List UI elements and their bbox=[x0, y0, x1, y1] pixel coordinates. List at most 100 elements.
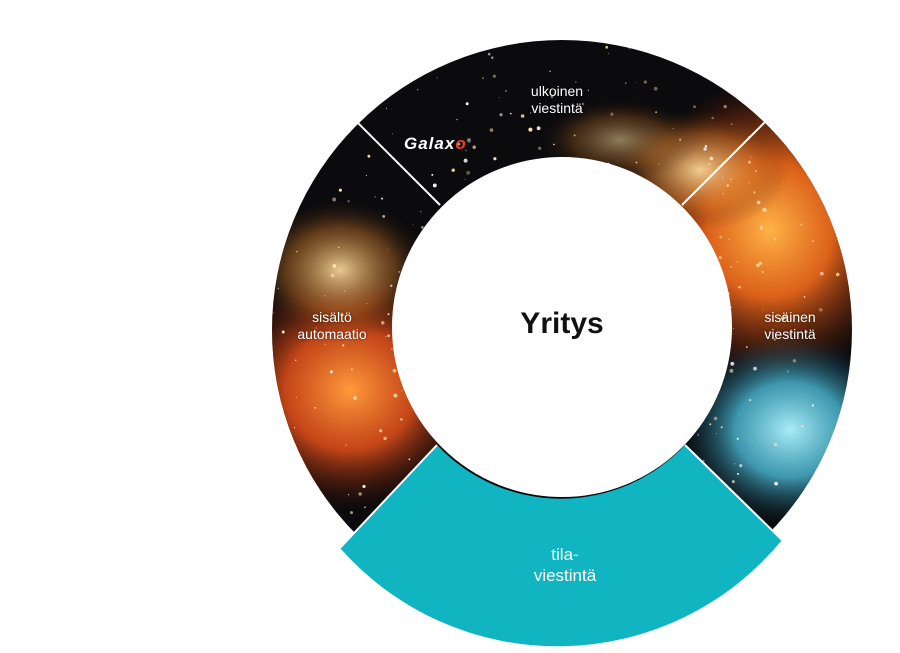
star bbox=[575, 81, 577, 83]
star bbox=[728, 238, 730, 240]
star bbox=[505, 90, 507, 92]
star bbox=[713, 416, 718, 421]
star bbox=[812, 240, 815, 243]
star bbox=[738, 286, 741, 289]
star bbox=[573, 134, 576, 137]
star bbox=[731, 123, 733, 125]
star bbox=[819, 271, 824, 276]
star bbox=[730, 265, 733, 268]
star bbox=[412, 223, 414, 225]
star bbox=[610, 112, 614, 116]
star bbox=[390, 284, 393, 287]
star bbox=[487, 52, 491, 56]
star bbox=[587, 89, 590, 91]
star bbox=[358, 492, 362, 496]
star bbox=[293, 427, 296, 429]
star bbox=[451, 168, 455, 172]
star bbox=[296, 250, 298, 253]
label-line: sisäinen bbox=[764, 309, 816, 325]
star bbox=[529, 112, 532, 114]
star bbox=[528, 127, 533, 132]
star bbox=[674, 160, 676, 162]
star bbox=[277, 287, 280, 290]
star bbox=[693, 105, 696, 109]
star bbox=[362, 484, 366, 488]
star bbox=[295, 396, 298, 398]
star bbox=[759, 261, 763, 265]
star bbox=[709, 423, 712, 426]
star bbox=[672, 127, 674, 130]
star bbox=[431, 173, 434, 176]
label-sisalto-automaatio: sisältö automaatio bbox=[297, 309, 366, 343]
star bbox=[472, 145, 476, 149]
star bbox=[499, 113, 503, 117]
star bbox=[739, 463, 743, 468]
star bbox=[736, 472, 740, 475]
star bbox=[749, 398, 752, 402]
star bbox=[722, 192, 725, 195]
star bbox=[695, 194, 697, 196]
star bbox=[330, 370, 333, 374]
star bbox=[809, 314, 812, 316]
segment-dividers bbox=[339, 119, 783, 549]
star bbox=[729, 368, 734, 373]
star bbox=[723, 104, 727, 109]
star bbox=[835, 272, 840, 277]
label-line: viestintä bbox=[531, 100, 583, 116]
star bbox=[466, 170, 471, 175]
star bbox=[342, 344, 345, 347]
star bbox=[784, 314, 789, 319]
star bbox=[634, 81, 636, 83]
star bbox=[726, 184, 729, 187]
star bbox=[658, 163, 660, 166]
star bbox=[509, 112, 512, 115]
star bbox=[679, 138, 682, 141]
star bbox=[780, 316, 785, 321]
star bbox=[711, 116, 715, 120]
star bbox=[782, 181, 784, 183]
star bbox=[773, 237, 777, 241]
star bbox=[730, 178, 732, 181]
star bbox=[385, 335, 387, 338]
star bbox=[350, 368, 353, 371]
star bbox=[398, 270, 401, 273]
star bbox=[338, 246, 340, 248]
star bbox=[773, 338, 777, 341]
star bbox=[715, 418, 718, 420]
star bbox=[408, 458, 411, 461]
star bbox=[753, 191, 756, 194]
star bbox=[751, 156, 753, 158]
star bbox=[788, 333, 791, 336]
star bbox=[367, 154, 371, 158]
star bbox=[387, 334, 390, 338]
star bbox=[347, 200, 350, 203]
star bbox=[520, 114, 525, 118]
star bbox=[792, 359, 797, 363]
star bbox=[349, 511, 354, 515]
star bbox=[720, 426, 723, 429]
star bbox=[364, 506, 366, 508]
star bbox=[733, 328, 735, 329]
star bbox=[387, 313, 390, 316]
star bbox=[366, 303, 368, 305]
label-line: viestintä bbox=[764, 326, 816, 342]
star bbox=[463, 158, 468, 163]
star bbox=[721, 176, 723, 178]
star bbox=[363, 506, 366, 509]
star bbox=[605, 45, 609, 49]
label-line: viestintä bbox=[533, 566, 597, 585]
star bbox=[383, 436, 387, 441]
star bbox=[748, 182, 750, 184]
star bbox=[800, 223, 803, 226]
label-line: tila- bbox=[551, 545, 579, 564]
star bbox=[703, 147, 707, 151]
star bbox=[465, 102, 469, 106]
star bbox=[734, 463, 736, 465]
star bbox=[773, 442, 778, 447]
star bbox=[365, 175, 367, 177]
star bbox=[324, 343, 326, 345]
star bbox=[801, 425, 804, 428]
star bbox=[420, 226, 424, 229]
star bbox=[332, 197, 337, 202]
star bbox=[314, 406, 317, 409]
